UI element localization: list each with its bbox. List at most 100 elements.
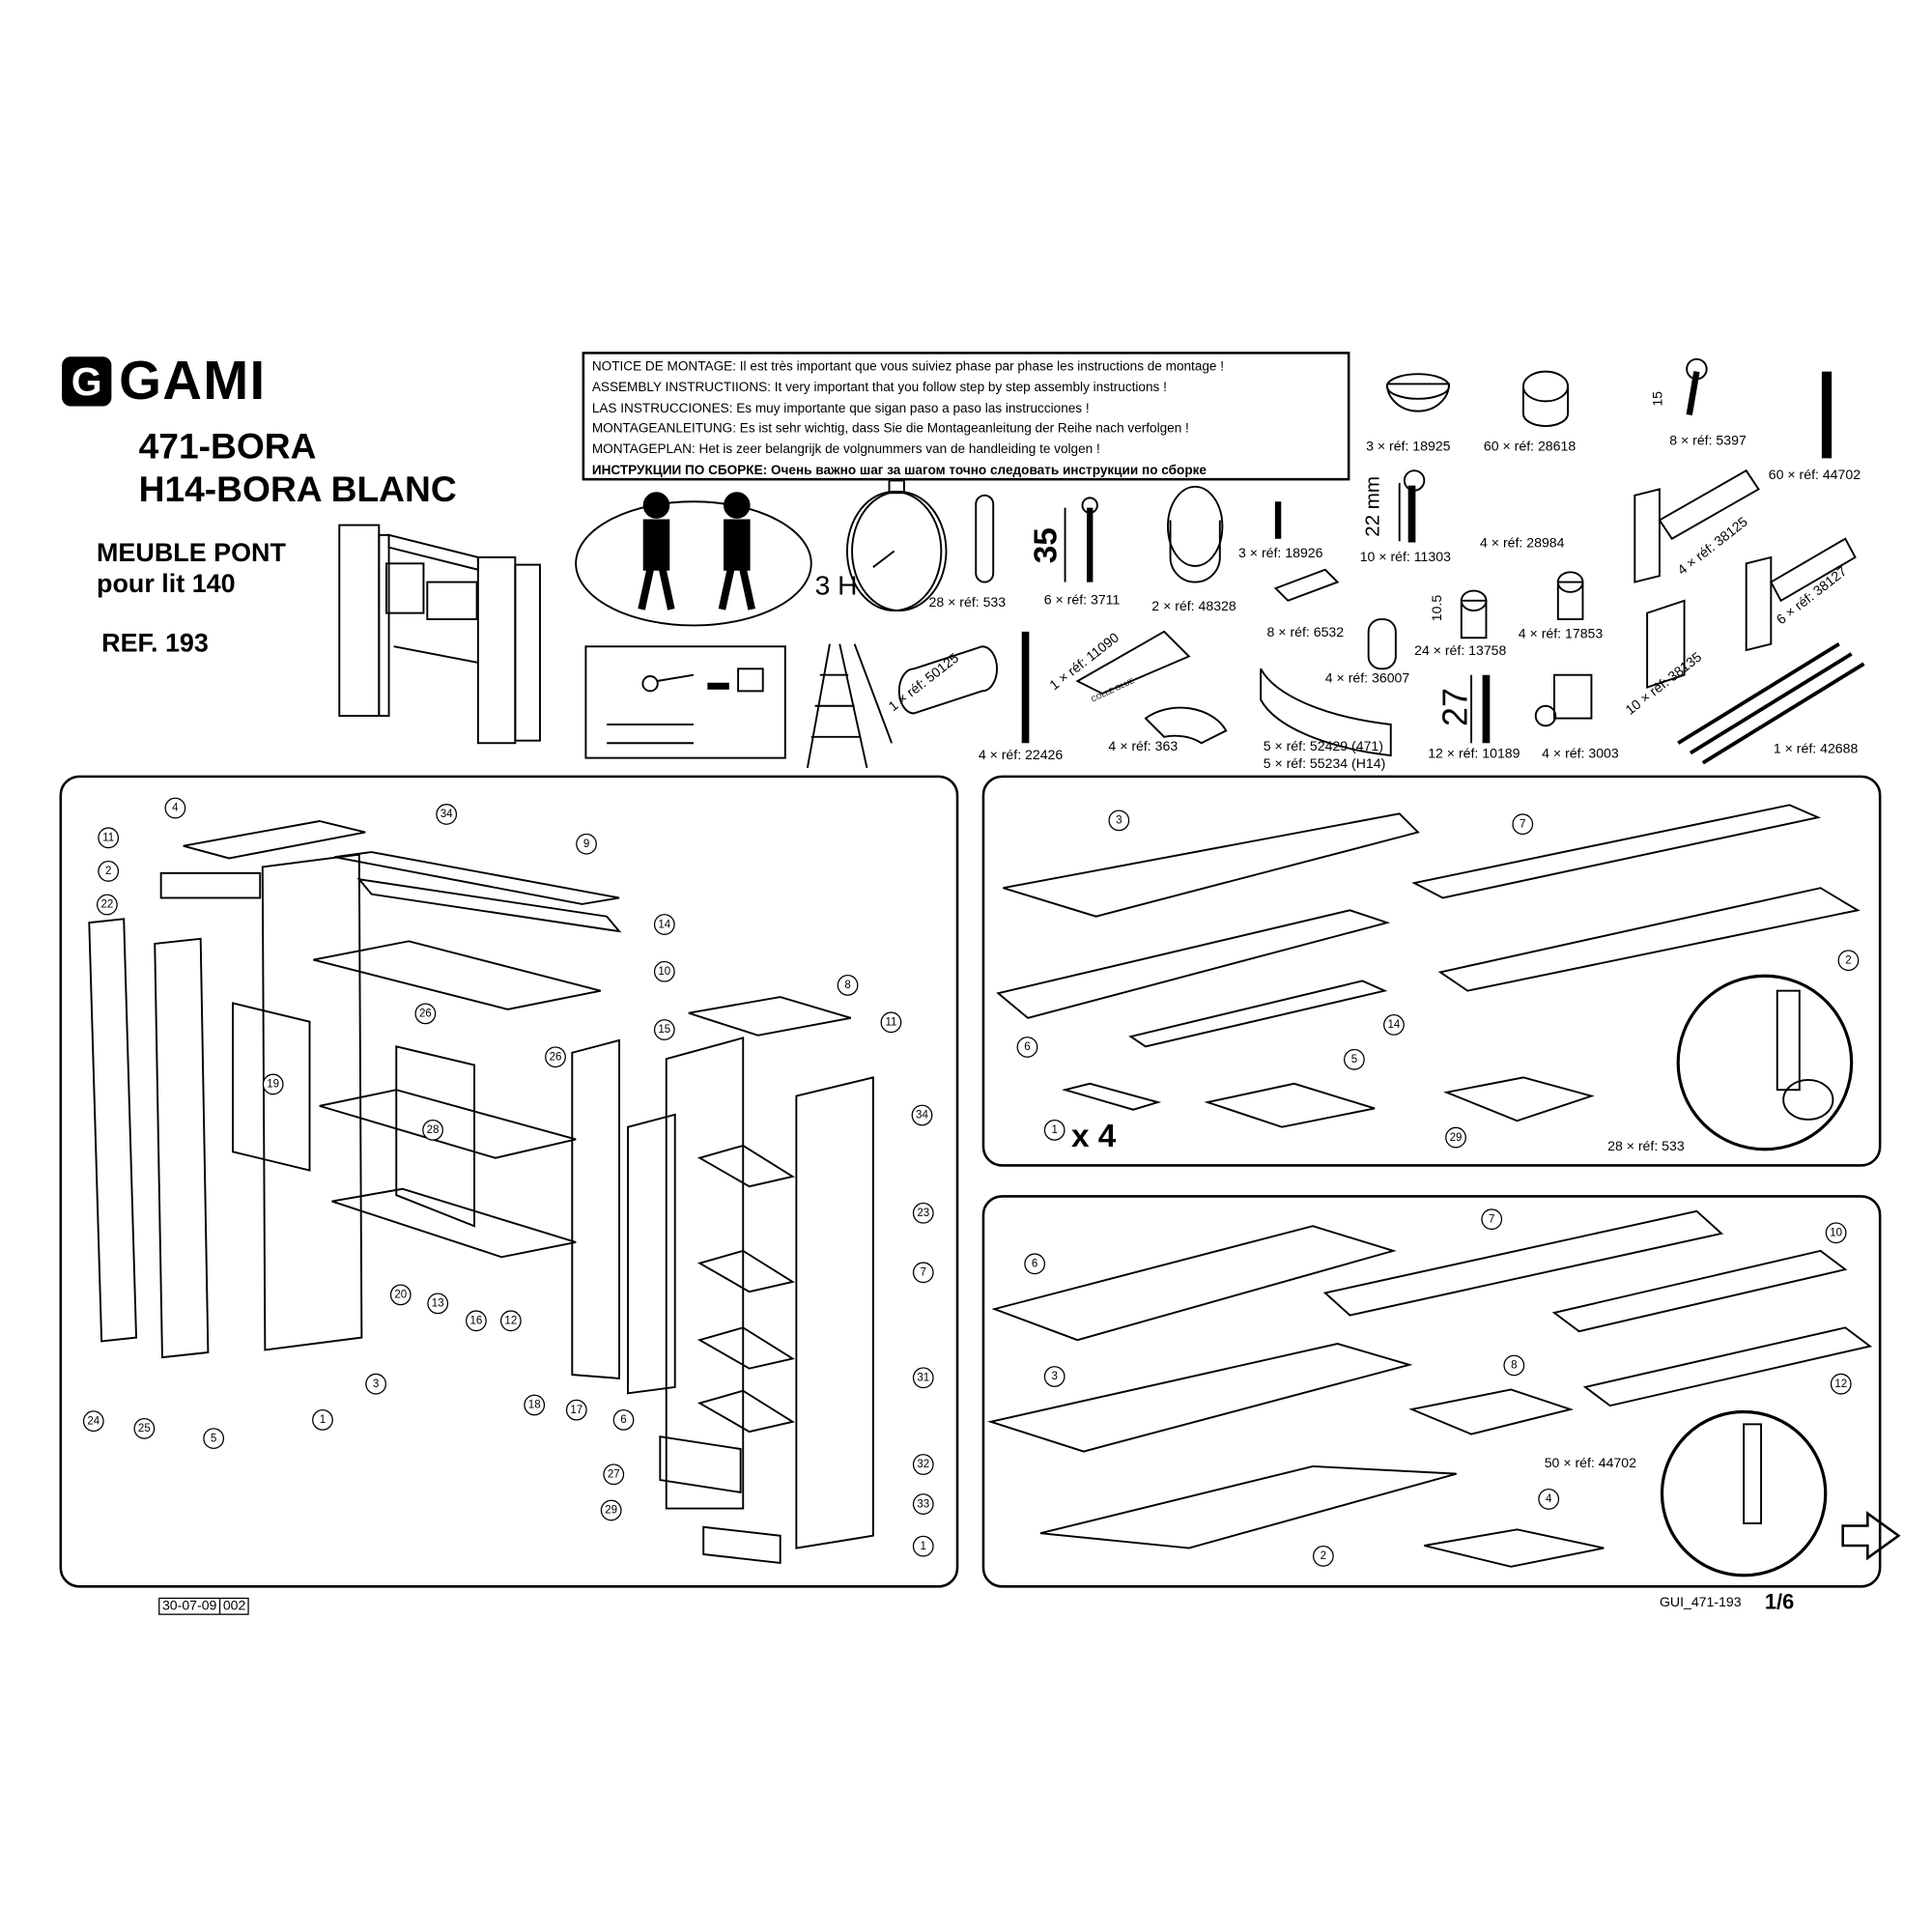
hardware-label: 4 × réf: 17853	[1518, 626, 1604, 642]
product-reference: REF. 193	[101, 629, 209, 658]
dimension-22mm: 22 mm	[1362, 476, 1384, 537]
step1-part-callout: 13	[427, 1293, 449, 1315]
step2-hardware-label: 28 × réf: 533	[1607, 1139, 1685, 1154]
step3-part-callout: 6	[1024, 1253, 1046, 1275]
step1-part-callout: 31	[912, 1367, 934, 1389]
hardware-label: 1 × réf: 42688	[1773, 741, 1859, 757]
step-1-panel	[59, 775, 959, 1588]
page-number: 1/6	[1764, 1590, 1795, 1614]
model-title-2: H14-BORA BLANC	[138, 470, 457, 511]
notice-label: LAS INSTRUCCIONES:	[591, 400, 733, 416]
step2-part-callout: 2	[1837, 950, 1860, 972]
step1-part-callout: 19	[262, 1073, 284, 1095]
tools-icon	[607, 668, 764, 745]
step2-multiplier: x 4	[1070, 1117, 1117, 1154]
step3-part-callout: 8	[1503, 1354, 1525, 1377]
model-title-1: 471-BORA	[138, 427, 317, 468]
hardware-label: 4 × réf: 3003	[1542, 747, 1619, 762]
notice-text: Es muy importante que sigan paso a paso …	[732, 400, 1090, 416]
step1-part-callout: 17	[565, 1399, 587, 1421]
revision-box: 30-07-09 002	[158, 1597, 250, 1615]
step1-part-callout: 23	[912, 1202, 934, 1224]
dimension-35: 35	[1026, 527, 1065, 564]
step-2-panel	[981, 775, 1882, 1167]
step1-part-callout: 9	[576, 833, 597, 855]
product-line-1: MEUBLE PONT	[96, 538, 286, 568]
dimension-15: 15	[1651, 390, 1666, 407]
step1-part-callout: 4	[164, 797, 186, 819]
step3-boards-drawing	[986, 1209, 1901, 1577]
tools-box	[584, 645, 786, 759]
hardware-label: 5 × réf: 55234 (H14)	[1263, 756, 1386, 772]
hardware-label: 60 × réf: 28618	[1483, 440, 1577, 455]
step1-part-callout: 27	[603, 1463, 625, 1486]
notice-text: Il est très important que vous suiviez p…	[735, 358, 1225, 375]
dimension-27: 27	[1435, 688, 1475, 727]
step1-part-callout: 8	[837, 974, 859, 996]
hardware-label: 28 × réf: 533	[928, 595, 1007, 611]
step3-part-callout: 10	[1825, 1222, 1847, 1244]
revision-number: 002	[218, 1599, 248, 1614]
document-code: GUI_471-193	[1659, 1595, 1742, 1610]
step1-part-callout: 12	[499, 1310, 522, 1332]
logo-mark: G	[62, 356, 112, 407]
step1-part-callout: 6	[612, 1408, 635, 1431]
step3-part-callout: 2	[1312, 1545, 1334, 1567]
notice-es: LAS INSTRUCCIONES: Es muy importante que…	[592, 398, 1340, 419]
assembly-time: 3 H	[814, 569, 858, 601]
step1-part-callout: 25	[133, 1417, 156, 1439]
step2-part-callout: 14	[1383, 1013, 1405, 1036]
step2-part-callout: 6	[1016, 1037, 1038, 1058]
hardware-label: 6 × réf: 3711	[1043, 593, 1121, 609]
step1-part-callout: 24	[82, 1410, 104, 1433]
hardware-label: 12 × réf: 10189	[1428, 747, 1520, 762]
hardware-label: 2 × réf: 48328	[1151, 599, 1236, 614]
step3-part-callout: 12	[1830, 1373, 1852, 1395]
hardware-label: 4 × réf: 363	[1108, 739, 1179, 754]
step1-part-callout: 15	[653, 1019, 675, 1040]
step1-part-callout: 20	[389, 1284, 412, 1306]
step3-part-callout: 3	[1043, 1366, 1065, 1387]
step3-part-callout: 7	[1481, 1208, 1503, 1231]
hardware-label: 60 × réf: 44702	[1768, 468, 1861, 483]
step1-part-callout: 16	[466, 1310, 487, 1332]
step1-part-callout: 5	[203, 1428, 225, 1449]
step1-part-callout: 1	[912, 1535, 934, 1557]
notice-ru: ИНСТРУКЦИИ ПО СБОРКЕ: Очень важно шаг за…	[592, 461, 1340, 482]
step1-part-callout: 3	[365, 1373, 386, 1395]
step2-boards-drawing	[996, 804, 1861, 1151]
next-arrow-icon	[1841, 1511, 1901, 1561]
step1-part-callout: 22	[96, 894, 118, 916]
notice-label: MONTAGEANLEITUNG:	[591, 421, 736, 437]
step1-part-callout: 34	[436, 804, 458, 825]
revision-date: 30-07-09	[161, 1599, 217, 1614]
step1-part-callout: 11	[880, 1011, 902, 1034]
two-person-icon	[575, 492, 812, 627]
step3-hardware-label: 50 × réf: 44702	[1544, 1456, 1636, 1472]
step1-exploded-drawing	[88, 820, 874, 1565]
stopwatch-icon	[845, 479, 948, 612]
step2-part-callout: 3	[1108, 810, 1130, 832]
step-3-panel	[981, 1195, 1882, 1588]
hardware-label: 5 × réf: 52429 (471)	[1263, 739, 1383, 754]
hardware-label: 8 × réf: 5397	[1669, 433, 1747, 449]
step1-part-callout: 33	[912, 1493, 934, 1515]
step1-part-callout: 34	[911, 1104, 933, 1126]
step2-part-callout: 7	[1512, 813, 1534, 836]
notice-nl: MONTAGEPLAN: Het is zeer belangrijk de v…	[592, 440, 1340, 461]
step1-part-callout: 14	[653, 914, 675, 935]
step2-part-callout: 1	[1043, 1119, 1065, 1141]
furniture-thumbnail	[338, 524, 541, 745]
step2-part-callout: 29	[1445, 1126, 1466, 1149]
assembly-notice-box: NOTICE DE MONTAGE: Il est très important…	[582, 352, 1350, 482]
step1-part-callout: 7	[912, 1262, 934, 1284]
product-line-2: pour lit 140	[96, 569, 236, 599]
step3-part-callout: 4	[1538, 1489, 1560, 1510]
notice-en: ASSEMBLY INSTRUCTIIONS: It very importan…	[592, 378, 1340, 399]
hardware-label: 4 × réf: 36007	[1324, 670, 1410, 687]
notice-label: ASSEMBLY INSTRUCTIIONS:	[591, 380, 771, 395]
hardware-label: 10 × réf: 11303	[1359, 550, 1451, 565]
step1-part-callout: 32	[912, 1454, 934, 1475]
